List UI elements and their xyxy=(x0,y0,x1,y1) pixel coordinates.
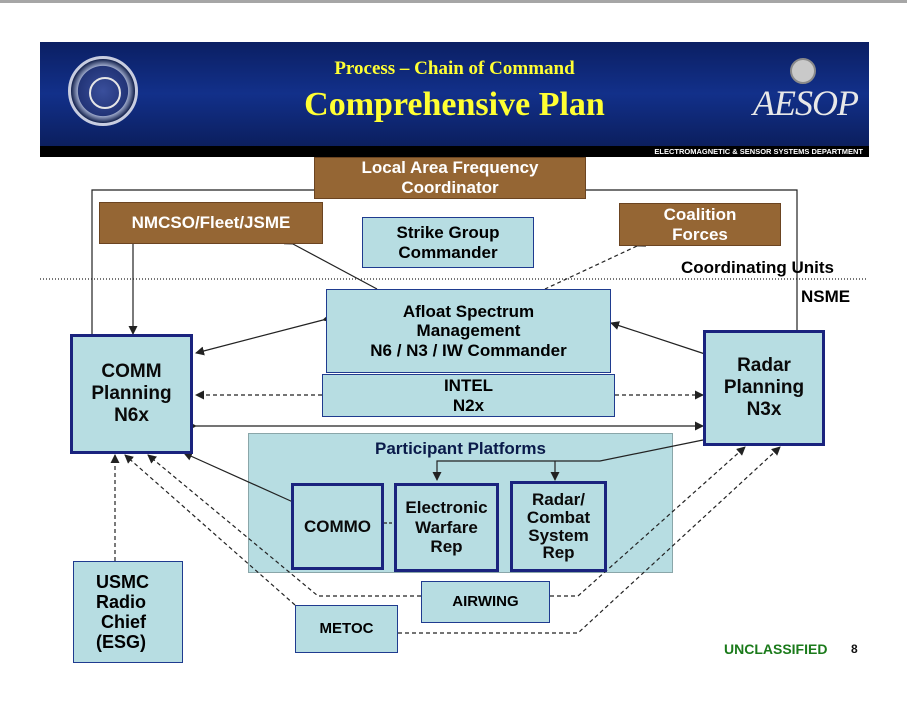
arrow-coalition-afloat xyxy=(544,238,647,290)
arrow-metoc-comm xyxy=(124,454,296,606)
comm-planning-box: COMM Planning N6x xyxy=(70,334,193,454)
header-banner: Process – Chain of Command Comprehensive… xyxy=(40,42,869,157)
aesop-logo-text: AESOP xyxy=(753,83,859,123)
frame-line-left xyxy=(91,189,314,335)
arrow-nmcso-afloat xyxy=(283,236,378,290)
top-rule xyxy=(0,0,907,3)
nmcso-fleet-jsme-box: NMCSO/Fleet/JSME xyxy=(99,202,323,244)
seal-emblem xyxy=(89,77,121,109)
airwing-box: AIRWING xyxy=(421,581,550,623)
participant-platforms-label: Participant Platforms xyxy=(375,439,546,458)
metoc-box: METOC xyxy=(295,605,398,653)
arrow-commo-comm xyxy=(183,452,294,503)
local-area-coordinator-box: Local Area Frequency Coordinator xyxy=(314,157,586,199)
coordinating-units-label: Coordinating Units xyxy=(681,258,834,277)
strike-group-commander-box: Strike Group Commander xyxy=(362,217,534,268)
banner-subtitle: Process – Chain of Command xyxy=(334,58,575,79)
arrow-metoc-radar xyxy=(398,446,781,634)
classification-label: UNCLASSIFIED xyxy=(724,641,828,657)
nsme-label: NSME xyxy=(801,287,851,306)
electronic-warfare-rep-box: Electronic Warfare Rep xyxy=(394,483,499,572)
aesop-logo: AESOP xyxy=(745,52,865,132)
department-name: ELECTROMAGNETIC & SENSOR SYSTEMS DEPARTM… xyxy=(654,147,863,156)
afloat-spectrum-management-box: Afloat Spectrum Management N6 / N3 / IW … xyxy=(326,289,611,373)
arrow-afloat-comm xyxy=(195,313,332,356)
page-number: 8 xyxy=(851,642,858,656)
arrow-airwing-radar xyxy=(550,446,746,597)
arrow-radar-ew xyxy=(432,439,704,481)
usmc-radio-chief-box: USMC Radio Chief (ESG) xyxy=(73,561,183,663)
banner-stripe xyxy=(40,146,869,157)
frame-line-right xyxy=(586,189,798,332)
intel-box: INTEL N2x xyxy=(322,374,615,417)
commo-box: COMMO xyxy=(291,483,384,570)
banner-title: Comprehensive Plan xyxy=(304,86,605,123)
arrow-radar-afloat xyxy=(610,321,706,355)
radar-planning-box: Radar Planning N3x xyxy=(703,330,825,446)
participant-platforms-region xyxy=(248,433,673,573)
coalition-forces-box: Coalition Forces xyxy=(619,203,781,246)
radar-combat-system-rep-box: Radar/ Combat System Rep xyxy=(510,481,607,572)
satellite-dish-icon xyxy=(790,58,816,84)
department-seal-icon xyxy=(68,56,138,126)
